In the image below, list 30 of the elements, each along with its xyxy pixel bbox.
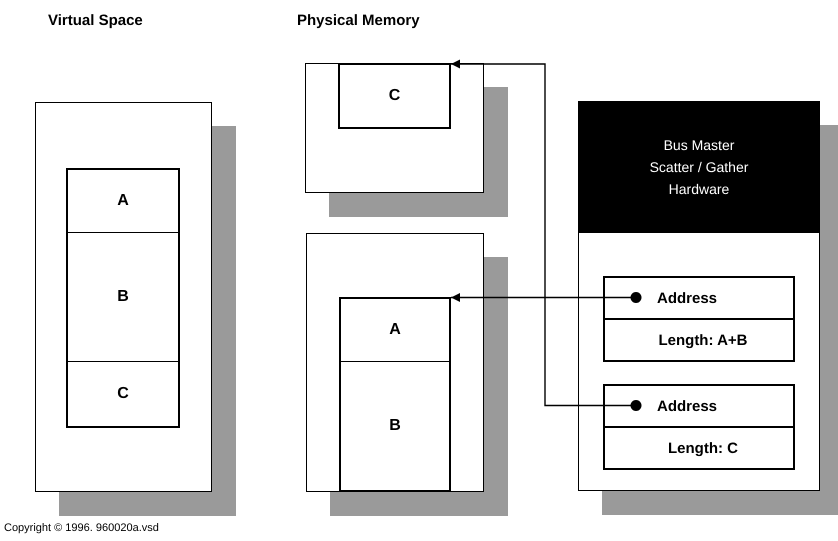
segment-label: A xyxy=(117,192,129,210)
descriptor-field xyxy=(603,276,795,319)
descriptor-field xyxy=(603,384,795,427)
descriptor-field xyxy=(603,427,795,470)
memory-segment xyxy=(338,63,451,129)
panel-title: Bus Master Scatter / Gather Hardware xyxy=(648,136,750,199)
arrow xyxy=(451,60,642,411)
descriptor-field xyxy=(603,319,795,362)
memory-segment xyxy=(66,362,180,428)
segment-label: B xyxy=(117,288,129,306)
segment-label: C xyxy=(117,385,129,403)
segment-label: B xyxy=(389,417,401,435)
copyright-note: Copyright © 1996. 960020a.vsd xyxy=(4,522,159,534)
memory-segment xyxy=(66,233,180,362)
memory-segment xyxy=(339,362,451,492)
field-label: Length: A+B xyxy=(657,332,748,348)
memory-box xyxy=(305,63,484,193)
field-label: Address xyxy=(656,290,718,306)
column-heading: Physical Memory xyxy=(297,12,420,29)
memory-segment xyxy=(66,168,180,233)
memory-box xyxy=(35,102,212,492)
field-label: Length: C xyxy=(667,440,738,456)
segment-label: A xyxy=(389,321,401,339)
column-heading: Virtual Space xyxy=(48,12,143,29)
memory-box xyxy=(306,233,484,492)
memory-segment xyxy=(339,297,451,362)
arrow xyxy=(451,292,642,303)
segment-label: C xyxy=(388,87,400,105)
field-label: Address xyxy=(656,398,718,414)
hardware-panel xyxy=(578,101,820,491)
